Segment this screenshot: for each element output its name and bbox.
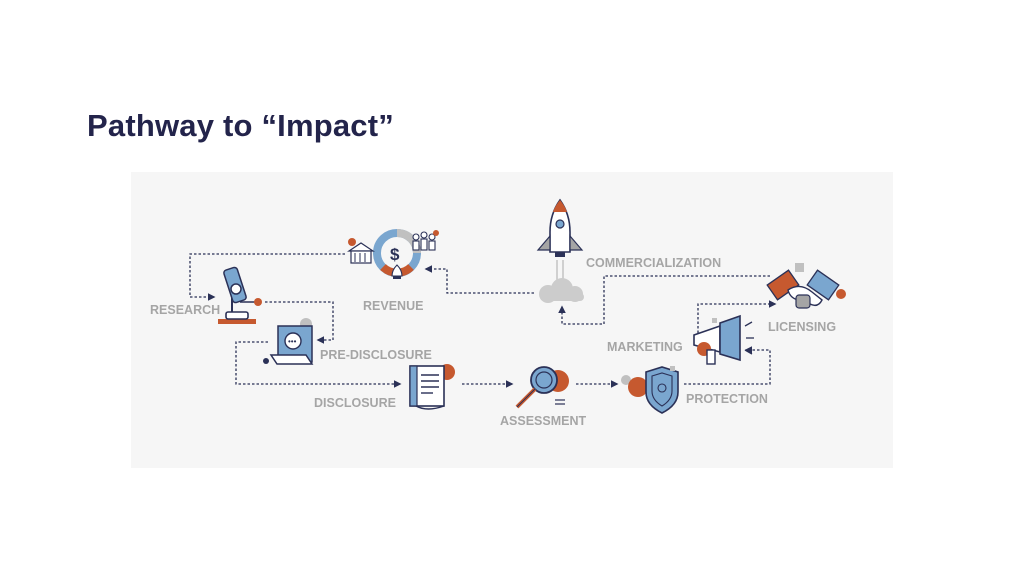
document-icon [409,364,455,410]
megaphone-icon [693,314,754,365]
connector-commercialization-revenue [424,265,534,294]
stage-label-assessment: ASSESSMENT [500,414,586,428]
stage-label-marketing: MARKETING [607,340,683,354]
connector-predisclosure-disclosure [235,341,402,388]
connector-marketing-licensing [697,300,777,333]
stage-label-licensing: LICENSING [768,320,836,334]
diagram-panel [131,172,893,468]
stage-label-revenue: REVENUE [363,299,423,313]
stage-label-pre-disclosure: PRE-DISCLOSURE [320,348,432,362]
connector-revenue-research [189,253,345,301]
connector-licensing-commercialization [558,275,770,325]
stage-label-commercialization: COMMERCIALIZATION [586,256,721,270]
revenue-cycle-icon: $ [347,229,439,279]
connector-research-predisclosure [265,301,334,344]
microscope-icon [218,266,262,324]
rocket-icon [536,198,584,303]
stage-label-disclosure: DISCLOSURE [314,396,396,410]
magnifying-glass-icon [515,366,569,409]
stage-label-research: RESEARCH [150,303,220,317]
stage-label-protection: PROTECTION [686,392,768,406]
page-title: Pathway to “Impact” [87,108,394,143]
shield-icon [621,366,679,414]
idea-document-icon: ••• [263,318,314,365]
svg-text:$: $ [390,245,400,264]
svg-text:•••: ••• [288,337,297,346]
connector-protection-marketing [684,346,771,385]
handshake-icon [766,263,846,309]
